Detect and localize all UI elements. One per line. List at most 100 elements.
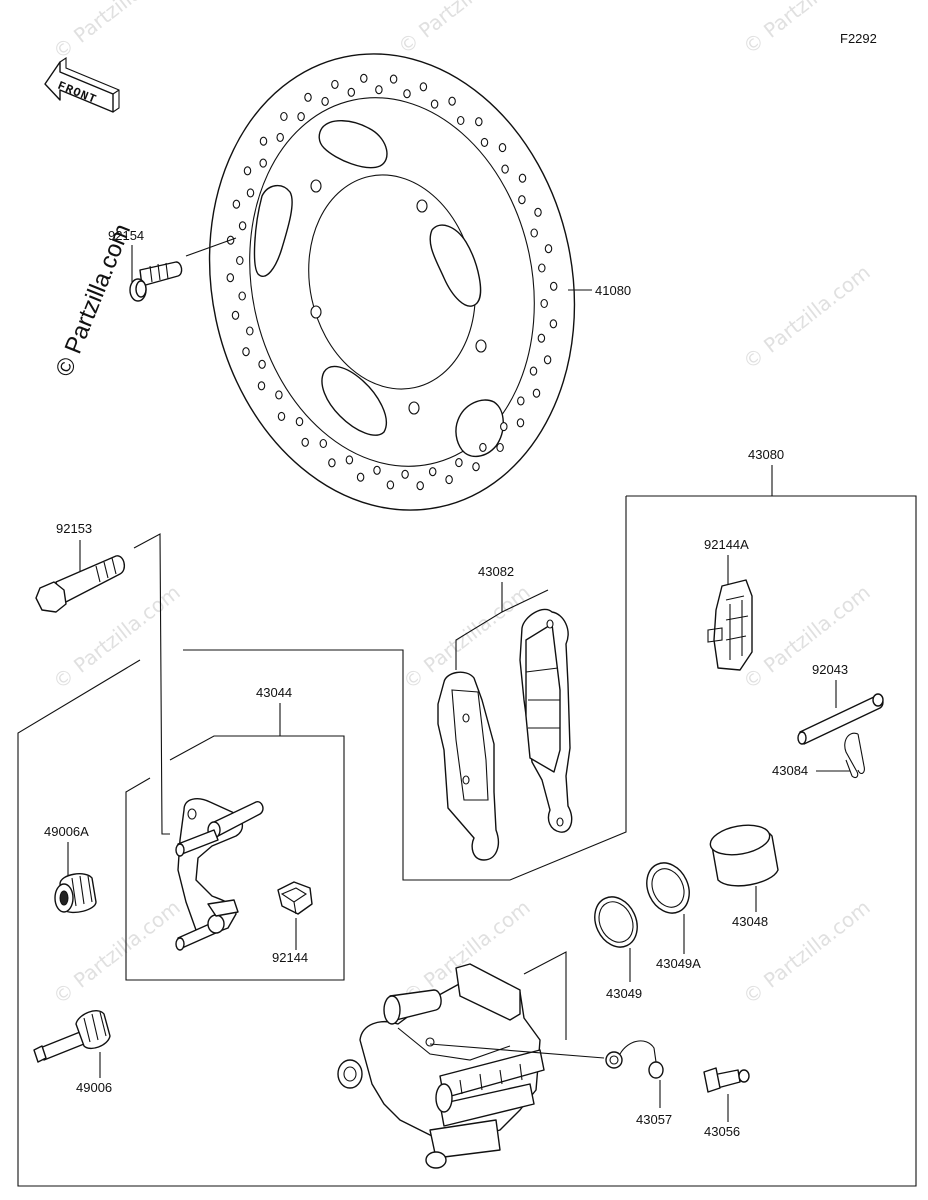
drill-hole	[356, 472, 365, 482]
label-43048: 43048	[732, 914, 768, 929]
bleeder-valve-43056	[703, 1067, 750, 1093]
drill-hole	[280, 111, 288, 122]
partzilla-vertical-watermark: © Partzilla.com	[51, 220, 137, 380]
drill-hole	[455, 458, 463, 468]
disc-bolt-holes	[310, 179, 487, 415]
drill-hole	[534, 207, 542, 217]
drill-hole	[517, 396, 525, 406]
kit-bracket-43080-inner	[183, 496, 627, 881]
drill-hole	[275, 390, 283, 400]
pad-pin-92043	[797, 693, 884, 745]
watermark-3: © Partzilla.com	[738, 0, 874, 59]
drill-hole	[448, 96, 456, 106]
drill-hole	[496, 442, 504, 453]
boot-49006A	[54, 873, 97, 914]
drill-hole	[500, 422, 508, 432]
drill-hole	[386, 480, 395, 490]
label-43049: 43049	[606, 986, 642, 1001]
drill-hole	[295, 417, 304, 427]
drill-hole	[445, 475, 453, 485]
label-92043: 92043	[812, 662, 848, 677]
disc-drill-holes	[226, 73, 558, 491]
label-92144: 92144	[272, 950, 308, 965]
piston-43048	[709, 824, 779, 887]
drill-hole	[529, 366, 538, 376]
leader-92154-disc	[185, 237, 237, 257]
brake-pad-inner	[519, 608, 573, 833]
drill-hole	[319, 438, 328, 449]
drill-hole	[277, 411, 286, 421]
drill-hole	[540, 298, 548, 309]
drill-hole	[532, 388, 541, 398]
label-92153: 92153	[56, 521, 92, 536]
drill-hole	[428, 467, 437, 477]
dust-seal-43049A	[646, 862, 690, 914]
watermark-2: © Partzilla.com	[393, 0, 529, 59]
drill-hole	[242, 347, 250, 357]
drill-hole	[518, 173, 527, 183]
drill-hole	[226, 273, 235, 283]
drill-hole	[498, 143, 507, 153]
drill-hole	[297, 112, 305, 122]
drill-hole	[257, 381, 266, 391]
leader-43082-b	[501, 589, 549, 613]
drill-hole	[389, 74, 398, 84]
drill-hole	[236, 255, 244, 266]
drill-hole	[537, 333, 546, 343]
label-43057: 43057	[636, 1112, 672, 1127]
drill-hole	[301, 437, 309, 447]
drill-hole	[347, 87, 356, 97]
spring-92144	[277, 881, 313, 915]
drill-hole	[259, 158, 267, 168]
drill-hole	[259, 136, 268, 146]
drill-hole	[501, 164, 509, 174]
drill-hole	[479, 442, 487, 452]
leader-caliper	[523, 951, 567, 1040]
drill-hole	[472, 462, 480, 472]
drill-hole	[419, 82, 428, 92]
drill-hole	[373, 465, 381, 475]
watermark-1: © Partzilla.com	[48, 0, 184, 64]
leader-92153-path	[133, 533, 170, 835]
label-49006A: 49006A	[44, 824, 89, 839]
label-92154: 92154	[108, 228, 144, 243]
drill-hole	[518, 195, 526, 205]
drill-hole	[375, 85, 383, 95]
box-43044	[125, 735, 345, 981]
bleeder-cap-43057	[429, 1040, 664, 1079]
watermark-8: © Partzilla.com	[738, 580, 874, 694]
drill-hole	[328, 458, 336, 468]
leader-43082	[455, 582, 503, 670]
drill-hole	[304, 92, 312, 102]
drill-hole	[403, 89, 411, 99]
slide-pin-49006	[33, 1010, 111, 1063]
piston-seal-43049	[594, 896, 638, 948]
drill-hole	[243, 166, 252, 176]
caliper-bracket-43044	[175, 798, 264, 951]
drill-hole	[345, 455, 354, 465]
drill-hole	[276, 132, 284, 142]
drill-hole	[232, 199, 241, 209]
drill-hole	[543, 355, 552, 365]
pad-spring-92144A	[707, 579, 753, 671]
drill-hole	[321, 96, 329, 106]
label-92144A: 92144A	[704, 537, 749, 552]
figure-code: F2292	[840, 31, 877, 46]
watermark-11: © Partzilla.com	[738, 895, 874, 1009]
drill-hole	[331, 79, 339, 89]
drill-hole	[246, 326, 254, 336]
front-arrow-icon: FRONT	[44, 56, 120, 113]
drill-hole	[544, 244, 553, 254]
brake-disc-41080	[208, 53, 576, 511]
drill-hole	[480, 137, 489, 147]
label-43080: 43080	[748, 447, 784, 462]
drill-hole	[360, 73, 368, 83]
label-43049A: 43049A	[656, 956, 701, 971]
drill-hole	[549, 319, 558, 329]
drill-hole	[258, 359, 266, 369]
drill-hole	[516, 418, 525, 428]
drill-hole	[416, 481, 424, 491]
bolt-92153	[35, 555, 126, 613]
drill-hole	[401, 469, 409, 479]
drill-hole	[456, 115, 465, 126]
